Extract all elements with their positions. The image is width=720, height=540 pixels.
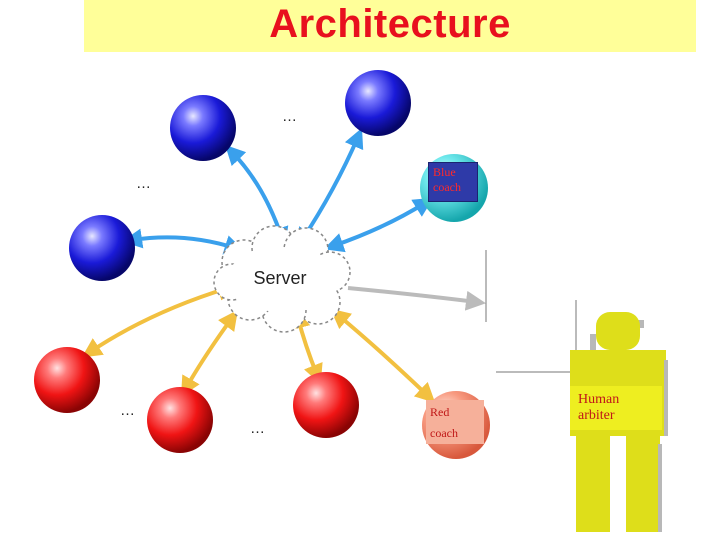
arrow-red-coach bbox=[330, 308, 436, 403]
server-label: Server bbox=[253, 268, 307, 288]
blue-player-3 bbox=[69, 215, 135, 281]
blue-player-2 bbox=[345, 70, 411, 136]
red-player-2 bbox=[147, 387, 213, 453]
ellipsis-top: … bbox=[282, 108, 298, 125]
arrow-red-player-3 bbox=[290, 308, 323, 385]
blue-players bbox=[69, 70, 411, 281]
arrow-red-player-2 bbox=[181, 309, 238, 397]
arrow-blue-coach bbox=[323, 197, 434, 253]
red-coach-line2: coach bbox=[430, 426, 458, 440]
arbiter-line2: arbiter bbox=[578, 408, 615, 423]
title-banner: Architecture bbox=[84, 0, 696, 52]
server-cloud bbox=[213, 225, 351, 333]
red-coach-label: Red coach bbox=[426, 400, 484, 444]
page-title: Architecture bbox=[269, 2, 511, 46]
blue-coach-label: Blue coach bbox=[428, 162, 478, 202]
arrow-blue-player-1 bbox=[225, 144, 289, 248]
monitor-frame bbox=[485, 250, 577, 373]
arrow-blue-player-3 bbox=[122, 228, 245, 255]
ellipsis-red-left: … bbox=[120, 402, 136, 419]
arrow-blue-player-2 bbox=[296, 127, 364, 249]
ellipsis-red-middle: … bbox=[250, 420, 266, 437]
blue-coach-line1: Blue bbox=[433, 165, 456, 179]
red-player-1 bbox=[34, 347, 100, 413]
ellipsis-left: … bbox=[136, 175, 152, 192]
arbiter-label: Human arbiter bbox=[570, 386, 662, 430]
arrow-server-monitor bbox=[347, 286, 486, 311]
red-players bbox=[34, 347, 359, 453]
blue-player-1 bbox=[170, 95, 236, 161]
red-player-3 bbox=[293, 372, 359, 438]
blue-coach-line2: coach bbox=[433, 180, 461, 194]
arrow-red-player-1 bbox=[81, 281, 238, 358]
red-coach-line1: Red bbox=[430, 405, 450, 419]
arbiter-line1: Human bbox=[578, 392, 620, 407]
